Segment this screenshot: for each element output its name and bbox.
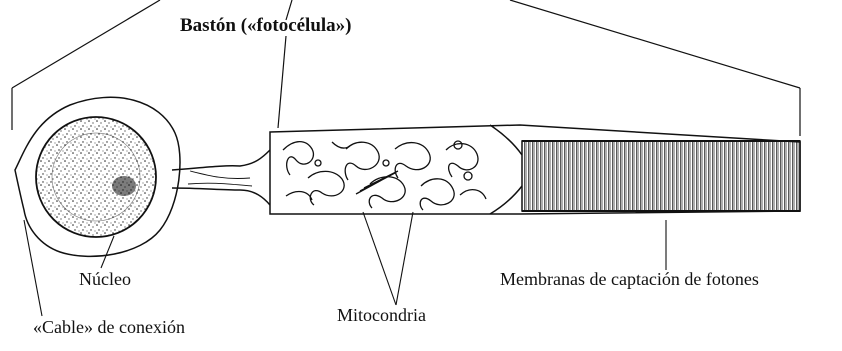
figure-title: Bastón («fotocélula») (180, 16, 352, 36)
mitochondria-label: Mitocondria (337, 305, 426, 325)
nucleus-label: Núcleo (79, 269, 131, 289)
nucleus (36, 117, 156, 237)
title-bracket (12, 0, 800, 136)
photon-membranes-label: Membranas de captación de fotones (500, 269, 759, 289)
photon-membrane-stack (522, 141, 800, 211)
mitochondria-region (270, 132, 490, 214)
connection-cable-label: «Cable» de conexión (33, 317, 185, 337)
connection-stalk-texture (188, 171, 252, 186)
